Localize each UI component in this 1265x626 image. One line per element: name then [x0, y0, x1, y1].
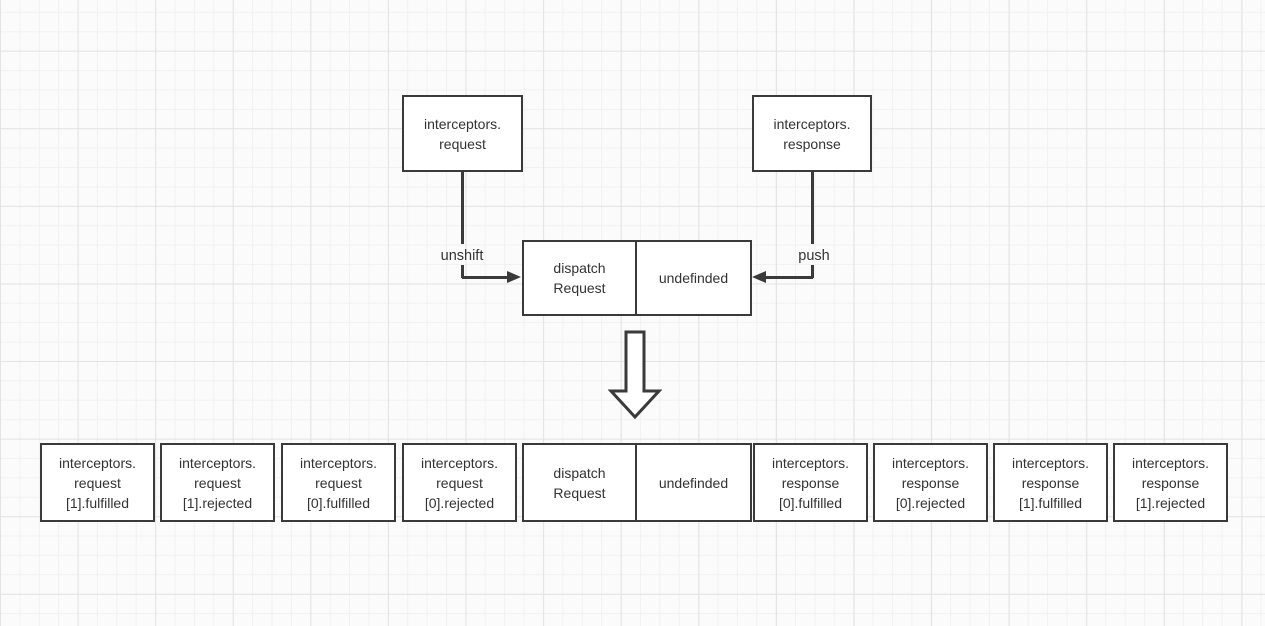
queue-box-request-0-rejected: interceptors. request [0].rejected [402, 443, 517, 522]
arrowhead-left-icon [752, 271, 766, 283]
edge-label-push: push [798, 248, 830, 264]
chain-pair: dispatch Request undefinded [522, 240, 752, 316]
queue-box-request-1-rejected: interceptors. request [1].rejected [160, 443, 275, 522]
big-down-arrow-icon [608, 330, 662, 419]
queue-box-dispatch-request: dispatch Request [522, 443, 637, 522]
connector-left-vertical-line [461, 171, 464, 244]
connector-right-horizontal-line [766, 276, 813, 279]
queue-chain-pair: dispatch Request undefinded [522, 443, 752, 522]
queue-box-response-0-rejected: interceptors. response [0].rejected [873, 443, 988, 522]
node-dispatch-request: dispatch Request [522, 240, 637, 316]
queue-box-response-1-rejected: interceptors. response [1].rejected [1113, 443, 1228, 522]
arrowhead-right-icon [507, 271, 521, 283]
queue-box-request-0-fulfilled: interceptors. request [0].fulfilled [281, 443, 396, 522]
connector-left-vertical-line-2 [461, 265, 464, 278]
queue-box-undefinded: undefinded [637, 443, 752, 522]
connector-right-vertical-line-2 [811, 265, 814, 278]
node-interceptors-request: interceptors. request [402, 95, 523, 172]
edge-label-unshift: unshift [440, 248, 484, 264]
connector-left-horizontal-line [462, 276, 508, 279]
connector-right-vertical-line [811, 171, 814, 244]
node-interceptors-response: interceptors. response [752, 95, 872, 172]
queue-box-response-0-fulfilled: interceptors. response [0].fulfilled [753, 443, 868, 522]
node-undefinded: undefinded [637, 240, 752, 316]
queue-box-request-1-fulfilled: interceptors. request [1].fulfilled [40, 443, 155, 522]
queue-box-response-1-fulfilled: interceptors. response [1].fulfilled [993, 443, 1108, 522]
